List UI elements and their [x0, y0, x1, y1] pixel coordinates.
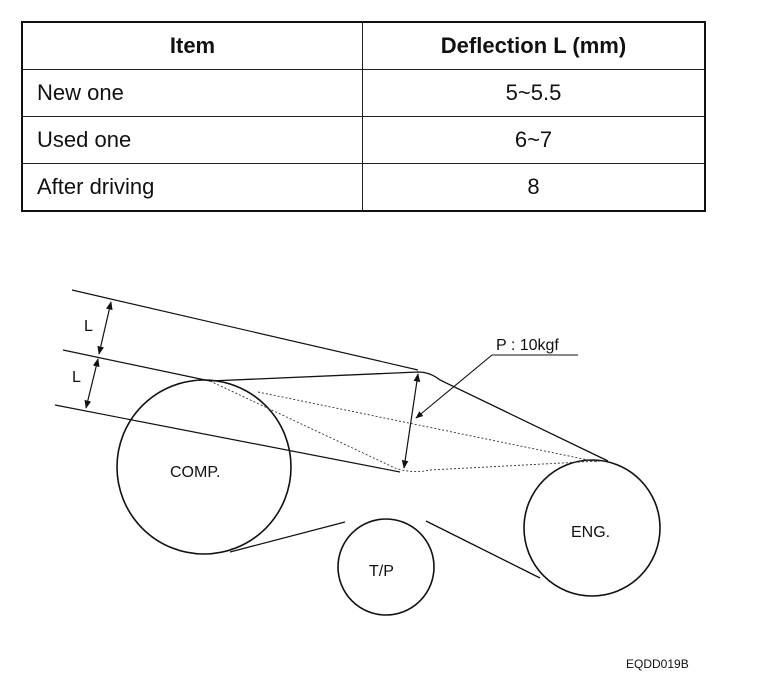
table-row: Used one 6~7 — [21, 116, 706, 164]
row-deflection-cell: 6~7 — [362, 116, 706, 164]
deflection-spec-table: Item Deflection L (mm) New one 5~5.5 Use… — [21, 21, 706, 212]
dimension-label-bottom: L — [72, 369, 81, 386]
deflection-arrow — [401, 373, 421, 469]
column-header-deflection: Deflection L (mm) — [362, 21, 706, 70]
row-item-cell: New one — [21, 69, 363, 117]
figure-code: EQDD019B — [626, 657, 689, 671]
dimension-arrow-bottom — [84, 358, 100, 409]
belt-solid — [209, 371, 609, 579]
dimension-arrow-top — [97, 301, 113, 355]
force-label: P : 10kgf — [496, 337, 559, 354]
table-row: New one 5~5.5 — [21, 69, 706, 117]
row-deflection-cell: 8 — [362, 163, 706, 212]
tp-pulley — [337, 518, 435, 616]
row-item-cell: After driving — [21, 163, 363, 212]
reference-lines — [54, 289, 419, 473]
tp-pulley-label: T/P — [369, 563, 394, 580]
comp-pulley-label: COMP. — [170, 464, 220, 481]
dimension-label-top: L — [84, 318, 93, 335]
table-row: After driving 8 — [21, 163, 706, 212]
row-item-cell: Used one — [21, 116, 363, 164]
eng-pulley-label: ENG. — [571, 524, 610, 541]
eng-pulley — [523, 459, 661, 597]
row-deflection-cell: 5~5.5 — [362, 69, 706, 117]
table-header-row: Item Deflection L (mm) — [21, 21, 706, 70]
belt-deflected — [209, 380, 601, 473]
force-leader-line — [415, 354, 578, 419]
